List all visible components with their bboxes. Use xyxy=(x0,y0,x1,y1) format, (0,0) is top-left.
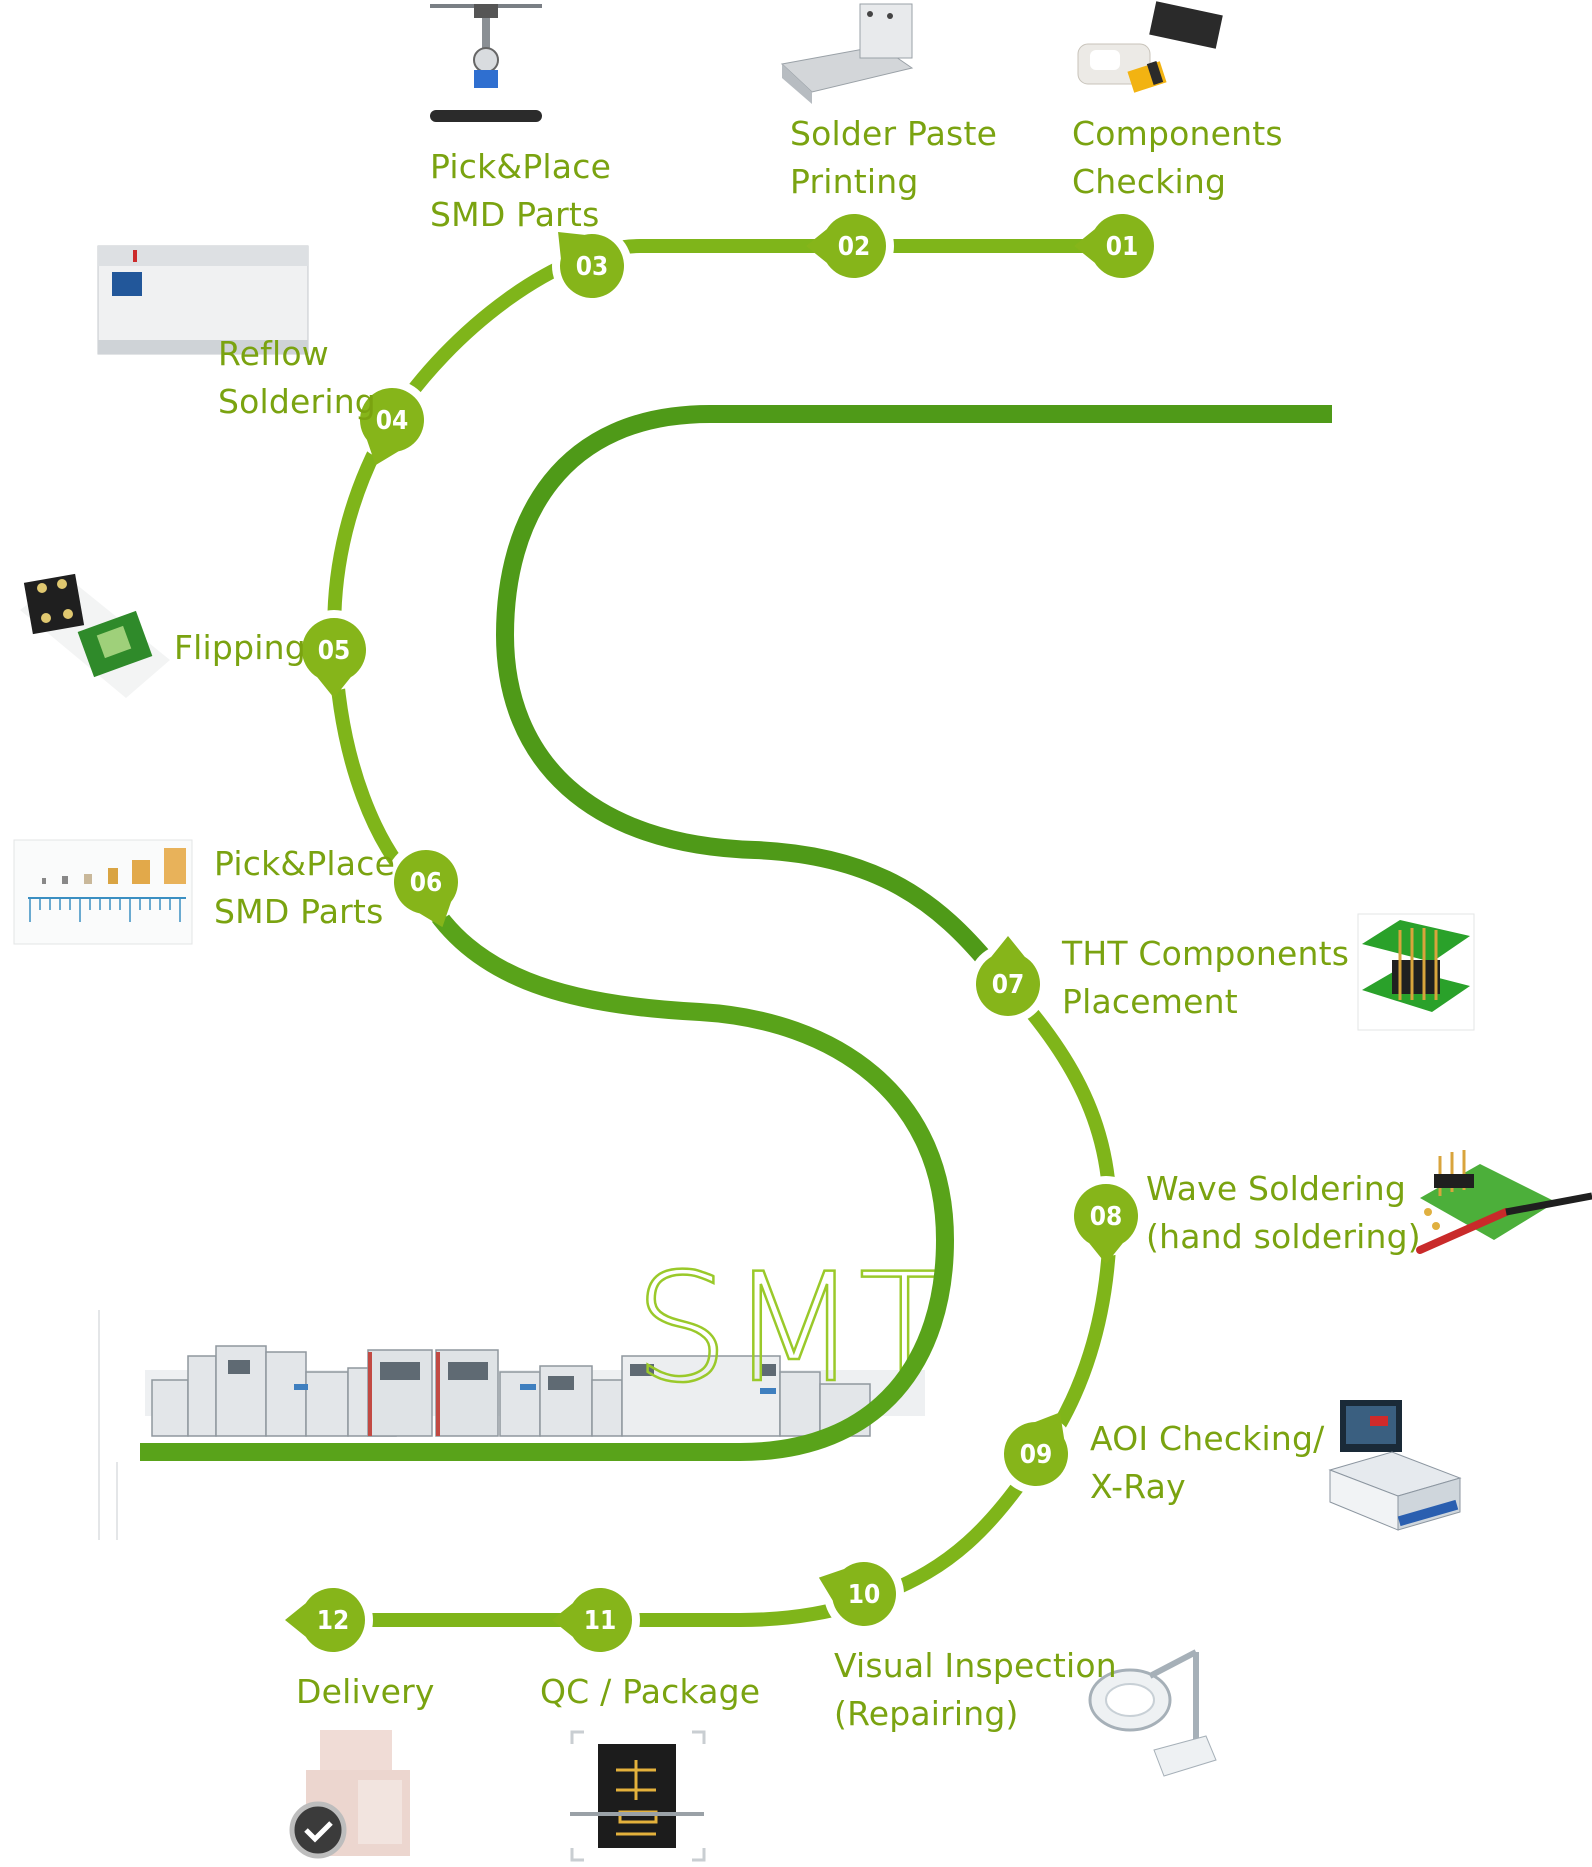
step-04-line-1: Reflow xyxy=(218,334,329,373)
step-06-line-1: Pick&Place xyxy=(214,844,396,883)
step-label-12: Delivery xyxy=(296,1668,435,1716)
step-label-08: Wave Soldering (hand soldering) xyxy=(1146,1165,1421,1261)
step-marker-drop xyxy=(360,388,424,466)
step-label-06: Pick&Place SMD Parts xyxy=(214,840,395,936)
step-marker-05: 05 xyxy=(294,610,374,698)
step-11-line-1: QC / Package xyxy=(540,1672,761,1711)
step-marker-08: 08 xyxy=(1066,1176,1146,1264)
xray-machine-icon xyxy=(1328,1400,1462,1531)
step-marker-drop xyxy=(806,214,886,278)
step-marker-drop xyxy=(285,1588,365,1652)
step-label-02: Solder Paste Printing xyxy=(790,110,997,206)
step-label-05: Flipping xyxy=(174,624,306,672)
inner-s-path xyxy=(495,405,1332,971)
step-08-line-2: (hand soldering) xyxy=(1146,1217,1421,1256)
step-number: 01 xyxy=(1106,232,1139,262)
step-marker-12: 12 xyxy=(285,1580,373,1660)
step-number: 06 xyxy=(410,868,443,898)
step-04-line-2: Soldering xyxy=(218,382,376,421)
step-marker-drop xyxy=(1074,1184,1138,1264)
step-06-line-2: SMD Parts xyxy=(214,892,384,931)
step-number: 10 xyxy=(848,1580,881,1610)
step-number: 11 xyxy=(584,1606,617,1636)
step-12-line-1: Delivery xyxy=(296,1672,435,1711)
pick-place-head-icon xyxy=(430,4,542,122)
step-10-line-2: (Repairing) xyxy=(834,1694,1019,1733)
step-07-line-2: Placement xyxy=(1062,982,1238,1021)
stencil-printer-icon xyxy=(780,3,914,104)
step-01-line-2: Checking xyxy=(1072,162,1227,201)
magnifier-lamp-icon xyxy=(1088,1649,1217,1777)
step-number: 08 xyxy=(1090,1202,1123,1232)
step-02-line-2: Printing xyxy=(790,162,919,201)
step-08-line-1: Wave Soldering xyxy=(1146,1169,1407,1208)
step-marker-02: 02 xyxy=(806,206,894,286)
step-number: 12 xyxy=(317,1606,350,1636)
step-marker-04: 04 xyxy=(352,380,432,466)
smt-production-line-illustration xyxy=(98,1310,925,1540)
flipping-board-icon xyxy=(20,573,170,698)
step-marker-drop xyxy=(976,936,1040,1016)
step-10-line-1: Visual Inspection xyxy=(834,1646,1117,1685)
step-07-line-1: THT Components xyxy=(1062,934,1350,973)
step-number: 03 xyxy=(576,252,609,282)
step-03-line-1: Pick&Place xyxy=(430,147,612,186)
step-label-10: Visual Inspection (Repairing) xyxy=(834,1642,1117,1738)
soldering-iron-icon xyxy=(1416,1150,1592,1254)
step-number: 05 xyxy=(318,636,351,666)
step-marker-01: 01 xyxy=(1074,206,1162,286)
qc-chip-icon xyxy=(570,1730,706,1862)
step-marker-drop xyxy=(818,1562,896,1626)
step-marker-drop xyxy=(1074,214,1155,278)
step-number: 07 xyxy=(992,970,1025,1000)
step-number: 04 xyxy=(376,406,409,436)
step-label-03: Pick&Place SMD Parts xyxy=(430,143,611,239)
step-label-01: Components Checking xyxy=(1072,110,1283,206)
step-marker-drop xyxy=(558,232,624,299)
step-marker-06: 06 xyxy=(386,842,466,928)
step-marker-11: 11 xyxy=(552,1580,640,1660)
baseline-s-path xyxy=(140,890,955,1461)
step-marker-drop xyxy=(393,850,458,928)
step-label-09: AOI Checking/ X-Ray xyxy=(1090,1415,1324,1511)
step-09-line-1: AOI Checking/ xyxy=(1090,1419,1325,1458)
step-number: 09 xyxy=(1020,1440,1053,1470)
delivery-box-icon xyxy=(289,1730,410,1859)
step-02-line-1: Solder Paste xyxy=(790,114,998,153)
step-marker-drop xyxy=(1003,1412,1068,1486)
step-marker-09: 09 xyxy=(996,1412,1076,1494)
tht-connector-icon xyxy=(1357,913,1475,1031)
step-marker-03: 03 xyxy=(552,226,632,306)
step-marker-10: 10 xyxy=(818,1554,904,1634)
step-marker-07: 07 xyxy=(968,936,1048,1024)
step-09-line-2: X-Ray xyxy=(1090,1467,1186,1506)
smd-parts-ruler-icon xyxy=(13,839,193,945)
step-05-line-1: Flipping xyxy=(174,628,306,667)
step-03-line-2: SMD Parts xyxy=(430,195,600,234)
step-label-04: Reflow Soldering xyxy=(218,330,376,426)
outer-process-path xyxy=(327,239,1129,902)
step-01-line-1: Components xyxy=(1072,114,1283,153)
step-number: 02 xyxy=(838,232,871,262)
reflow-oven-icon xyxy=(97,245,309,355)
step-marker-drop xyxy=(302,618,366,698)
step-marker-drop xyxy=(552,1588,633,1652)
components-icon xyxy=(1077,1,1223,93)
step-label-11: QC / Package xyxy=(540,1668,760,1716)
step-label-07: THT Components Placement xyxy=(1062,930,1349,1026)
